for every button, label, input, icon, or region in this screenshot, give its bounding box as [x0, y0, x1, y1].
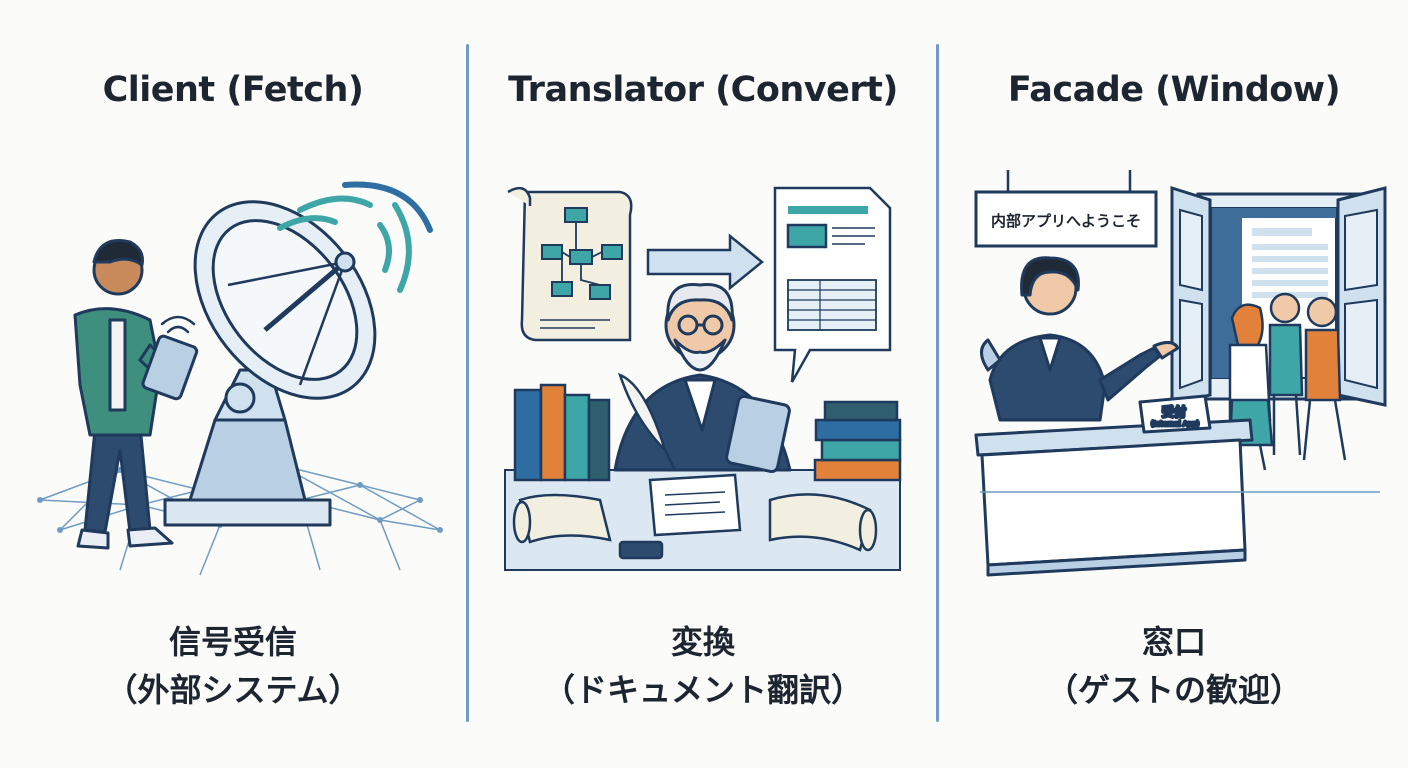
desk-plate-subtitle: (Internal App): [1151, 420, 1200, 428]
caption-line-1: 信号受信: [168, 623, 297, 661]
panel-title: Translator (Convert): [508, 70, 898, 110]
wifi-signal-icon: [277, 181, 433, 293]
books-icon: [513, 383, 611, 482]
caption-line-2: （ゲストの歓迎）: [1045, 671, 1302, 709]
facade-illustration: 内部アプリへようこそ: [974, 170, 1387, 577]
tablet-icon: [725, 394, 791, 474]
panel-translator: Translator (Convert): [470, 0, 936, 768]
caption-line-1: 窓口: [1141, 623, 1206, 661]
client-illustration: [37, 181, 443, 576]
wifi-signal-icon: [160, 315, 196, 334]
caption-line-2: （ドキュメント翻訳）: [542, 671, 863, 709]
sign-text: 内部アプリへようこそ: [991, 212, 1141, 230]
caption-line-1: 変換: [670, 623, 735, 661]
satellite-dish-icon: [163, 200, 377, 527]
document-icon: [773, 186, 892, 383]
arrow-right-icon: [646, 233, 764, 291]
caption: 信号受信 （外部システム）: [0, 618, 466, 714]
panel-title: Facade (Window): [1007, 70, 1341, 110]
receptionist-icon: [980, 256, 1180, 422]
caption-line-2: （外部システム）: [105, 671, 361, 709]
books-icon: [813, 400, 902, 482]
flowchart-scroll-icon: [507, 186, 633, 342]
quill-icon: [617, 372, 677, 471]
welcome-sign: 内部アプリへようこそ: [974, 170, 1158, 248]
caption: 変換 （ドキュメント翻訳）: [470, 618, 936, 714]
guests-icon: [1228, 292, 1347, 471]
reception-desk-icon: 受付 (Internal App): [974, 394, 1254, 577]
caption: 窓口 （ゲストの歓迎）: [940, 618, 1408, 714]
tablet-icon: [141, 334, 199, 401]
panel-client: Client (Fetch): [0, 0, 466, 768]
divider-left: [466, 44, 469, 722]
scroll-icon: [512, 473, 878, 560]
desk-plate-title: 受付: [1162, 404, 1186, 419]
panel-title: Client (Fetch): [102, 70, 364, 110]
translator-illustration: [504, 186, 902, 571]
divider-right: [936, 44, 939, 722]
panel-facade: Facade (Window) 内部アプリへようこそ: [940, 0, 1408, 768]
